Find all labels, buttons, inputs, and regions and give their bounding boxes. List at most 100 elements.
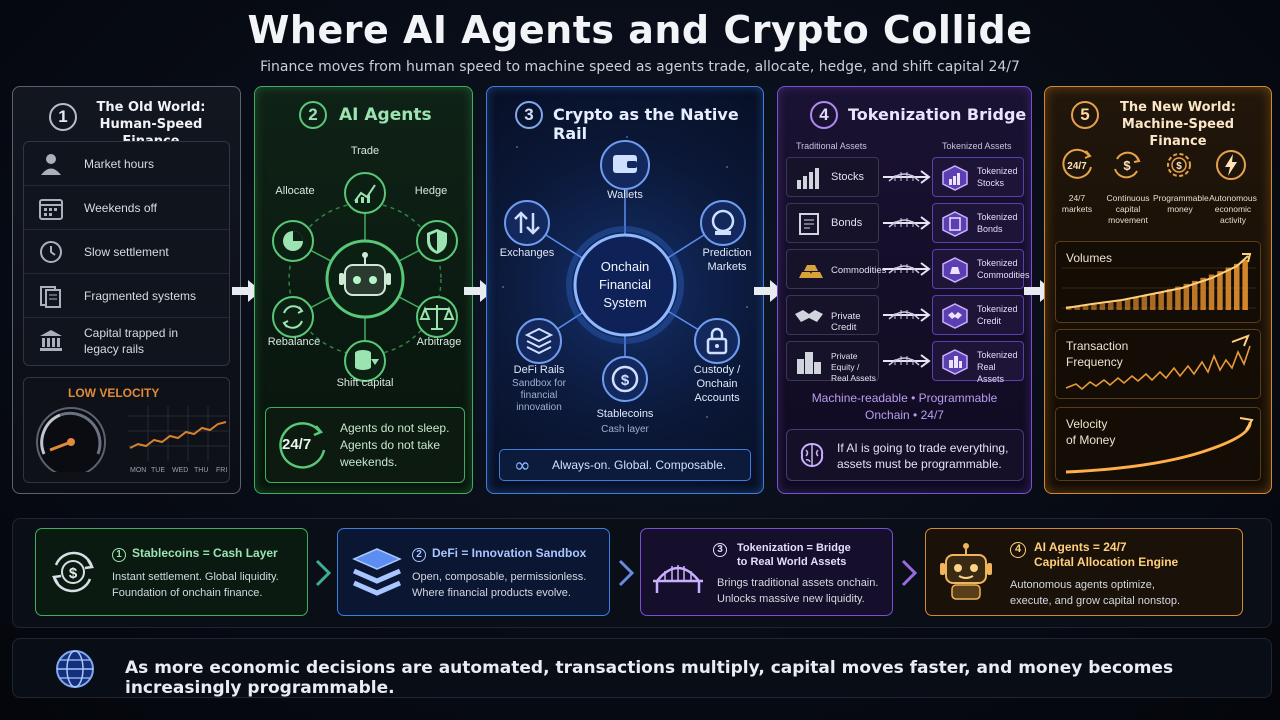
node-label-allocate: Allocate <box>275 185 315 197</box>
footer-text: As more economic decisions are automated… <box>125 658 1174 698</box>
panel-number: 3 <box>515 101 543 129</box>
volume-bar <box>1158 291 1164 310</box>
old-world-list: Market hours Weekends off Slow settlemen… <box>23 141 230 366</box>
traditional-assets-header: Traditional Assets <box>796 141 867 151</box>
chevron-right-icon <box>618 559 635 587</box>
panel-ai-agents: 2 AI Agents Trade Allocate Hedge Rebalan… <box>254 86 473 494</box>
panel-number: 2 <box>299 101 327 129</box>
volume-bar <box>1116 301 1122 310</box>
person-icon <box>41 154 61 175</box>
panel-number: 5 <box>1071 101 1099 129</box>
list-item-label: Weekends off <box>84 201 157 215</box>
list-item-label: Slow settlement <box>84 245 169 259</box>
list-item: Weekends off <box>24 186 229 230</box>
crystal-ball-icon <box>711 209 735 235</box>
volumes-chart <box>1062 253 1256 310</box>
chevron-right-icon <box>315 559 332 587</box>
layers-icon <box>524 327 554 355</box>
svg-text:$: $ <box>621 372 630 389</box>
node-label-shift-capital: Shift capital <box>336 377 394 389</box>
volume-bar <box>1200 277 1206 310</box>
bridge-icon <box>883 354 931 368</box>
panel-new-world: 5 The New World:Machine-Speed Finance 24… <box>1044 86 1272 494</box>
documents-icon <box>40 286 61 308</box>
volumes-chart-card: Volumes <box>1055 241 1261 323</box>
volume-bar <box>1099 303 1106 310</box>
token-hex-icon <box>942 303 968 329</box>
exchange-icon <box>514 211 540 235</box>
agent-network-diagram <box>272 172 458 382</box>
bonds-icon <box>799 213 819 235</box>
volume-bar <box>1141 295 1148 310</box>
bridge-icon <box>653 565 703 593</box>
velocity-of-money-chart <box>1065 417 1254 474</box>
token-hex-icon <box>942 349 968 375</box>
arrow-right-icon <box>232 280 261 302</box>
panel-tokenization: 4 Tokenization Bridge Traditional Assets… <box>777 86 1032 494</box>
node-label-wallets: Wallets <box>607 189 643 201</box>
token-hex-icon <box>942 211 968 237</box>
gold-bars-icon <box>799 265 823 278</box>
stablecoin-icon: $ <box>611 365 639 393</box>
node-label-stablecoins: Stablecoins <box>596 408 654 420</box>
traditional-asset: Private Equity /Real Assets <box>786 341 879 383</box>
day-label: FRI <box>216 467 228 474</box>
panel-number: 4 <box>810 101 838 129</box>
traditional-asset: Private Credit <box>786 295 879 335</box>
summary-text: Instant settlement. Global liquidity.Fou… <box>112 571 279 599</box>
stablecoins-sub-label: Cash layer <box>601 424 649 435</box>
bridge-icon <box>883 308 931 322</box>
page-subtitle: Finance moves from human speed to machin… <box>260 59 1020 75</box>
volume-bar <box>1183 283 1190 310</box>
token-hex-icon <box>942 257 968 283</box>
summary-number: 4 <box>1010 542 1026 558</box>
volume-bar <box>1124 299 1131 310</box>
node-label-trade: Trade <box>350 145 380 157</box>
feature-247: 24/7 <box>1057 147 1097 188</box>
volume-bar <box>1074 305 1080 310</box>
arrow-right-icon <box>754 280 783 302</box>
layers-icon <box>352 548 402 596</box>
panel-number: 1 <box>49 103 77 131</box>
low-velocity-card: LOW VELOCITY MON TUE WED THU FRI <box>23 377 230 483</box>
panel-title: AI Agents <box>339 105 432 125</box>
day-label: MON <box>130 467 147 474</box>
shield-icon <box>427 229 447 254</box>
low-velocity-chart <box>128 406 228 461</box>
svg-text:24/7: 24/7 <box>1067 161 1087 172</box>
brain-icon <box>800 442 824 468</box>
always-on-bar: ∞ Always-on. Global. Composable. <box>499 449 751 481</box>
volume-bar <box>1133 297 1139 310</box>
node-label-arbitrage: Arbitrage <box>416 336 462 348</box>
lock-icon <box>706 327 728 355</box>
footer-banner: As more economic decisions are automated… <box>12 638 1272 698</box>
badge-247: 24/7 <box>282 436 312 453</box>
panel-title: Tokenization Bridge <box>848 105 1027 124</box>
transaction-frequency-chart <box>1065 334 1251 391</box>
globe-icon <box>56 650 94 688</box>
volume-bar <box>1091 304 1097 310</box>
volume-bar <box>1166 289 1173 310</box>
volume-bar <box>1217 271 1223 310</box>
day-label: WED <box>172 467 189 474</box>
